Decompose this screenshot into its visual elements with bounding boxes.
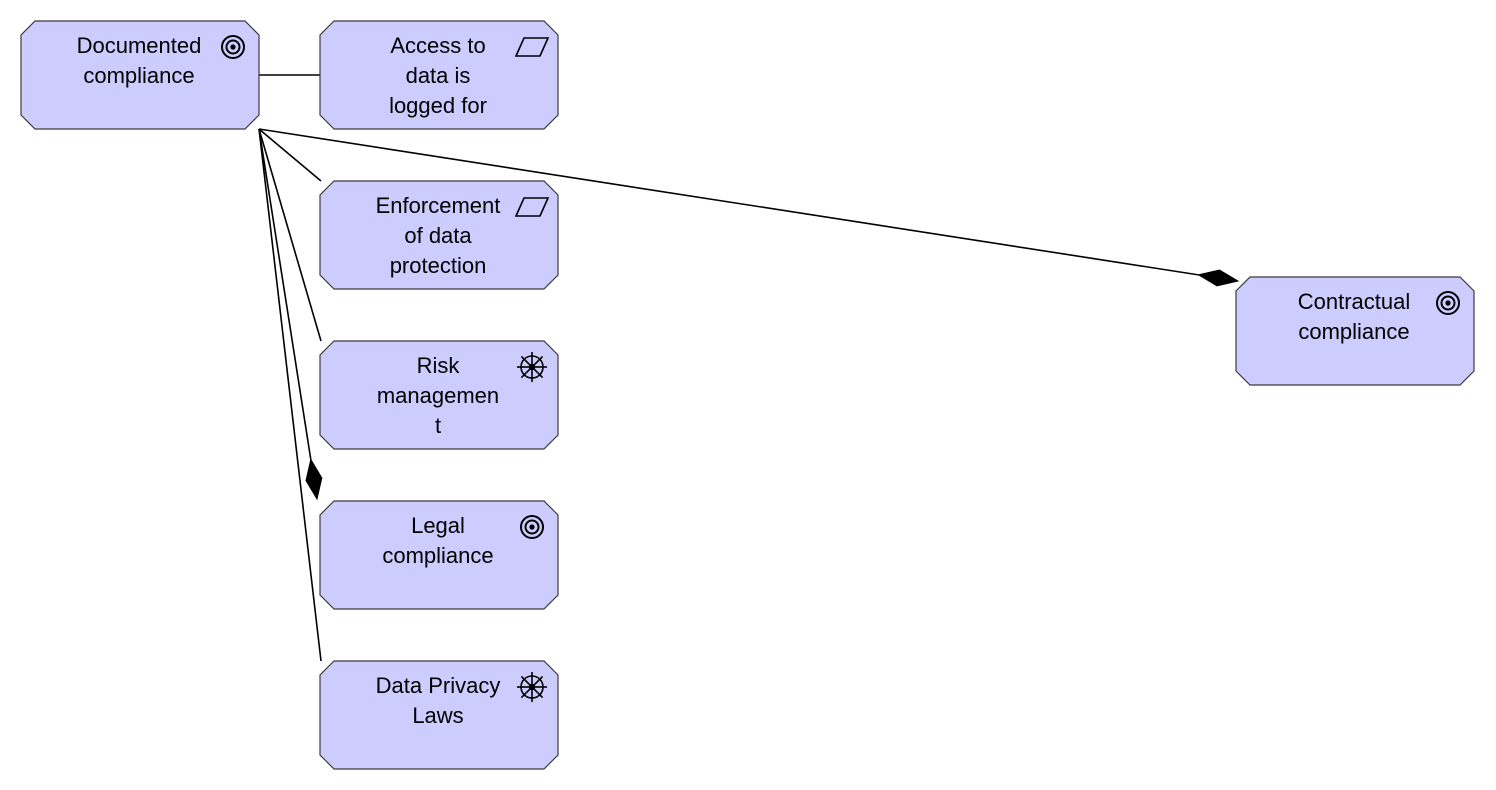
edge-line	[258, 128, 322, 662]
node-shape	[319, 20, 559, 130]
goal-icon	[1436, 291, 1460, 315]
node-legal-compliance[interactable]: Legal compliance	[319, 500, 559, 610]
node-shape	[319, 660, 559, 770]
node-shape	[319, 340, 559, 450]
node-shape	[319, 180, 559, 290]
node-label-line: Enforcement	[376, 193, 501, 218]
nodes-layer: Documented compliance Access to data is logg…	[20, 20, 1475, 770]
driver-icon	[517, 672, 547, 702]
node-label-line: Documented	[77, 33, 202, 58]
node-contractual-compliance[interactable]: Contractual compliance	[1235, 276, 1475, 386]
edge-line	[258, 128, 312, 460]
node-shape	[20, 20, 260, 130]
node-label-line: logged for	[389, 93, 487, 118]
node-label-line: protection	[390, 253, 487, 278]
edge-line	[258, 128, 322, 182]
edge-composition-contractual-compliance[interactable]	[258, 128, 1240, 287]
node-label-line: Legal	[411, 513, 465, 538]
node-label-line: Laws	[412, 703, 463, 728]
edge-association-data-privacy-laws[interactable]	[258, 128, 322, 662]
node-shape	[1235, 276, 1475, 386]
edge-composition-legal-compliance[interactable]	[258, 128, 323, 501]
node-enforcement[interactable]: Enforcement of data protection	[319, 180, 559, 290]
node-documented-compliance[interactable]: Documented compliance	[20, 20, 260, 130]
node-label-line: t	[435, 413, 441, 438]
node-label-line: Access to	[390, 33, 485, 58]
edge-line	[258, 128, 1199, 276]
edge-line	[258, 128, 322, 342]
goal-icon	[520, 515, 544, 539]
node-label-line: data is	[406, 63, 471, 88]
node-access-logged[interactable]: Access to data is logged for	[319, 20, 559, 130]
edge-association-risk-management[interactable]	[258, 128, 322, 342]
requirement-icon	[514, 37, 550, 57]
node-label-line: Data Privacy	[376, 673, 501, 698]
composition-diamond-icon	[1197, 269, 1240, 287]
node-label-line: compliance	[1298, 319, 1409, 344]
requirement-icon	[514, 197, 550, 217]
composition-diamond-icon	[305, 458, 323, 501]
node-label-line: Contractual	[1298, 289, 1411, 314]
node-risk-management[interactable]: Risk managemen t	[319, 340, 559, 450]
node-label-line: compliance	[382, 543, 493, 568]
node-label-line: managemen	[377, 383, 499, 408]
node-label-line: compliance	[83, 63, 194, 88]
driver-icon	[517, 352, 547, 382]
edges-layer	[258, 74, 1240, 662]
node-label-line: Risk	[417, 353, 461, 378]
edge-association-enforcement[interactable]	[258, 128, 322, 182]
node-shape	[319, 500, 559, 610]
goal-icon	[221, 35, 245, 59]
node-label-line: of data	[404, 223, 472, 248]
